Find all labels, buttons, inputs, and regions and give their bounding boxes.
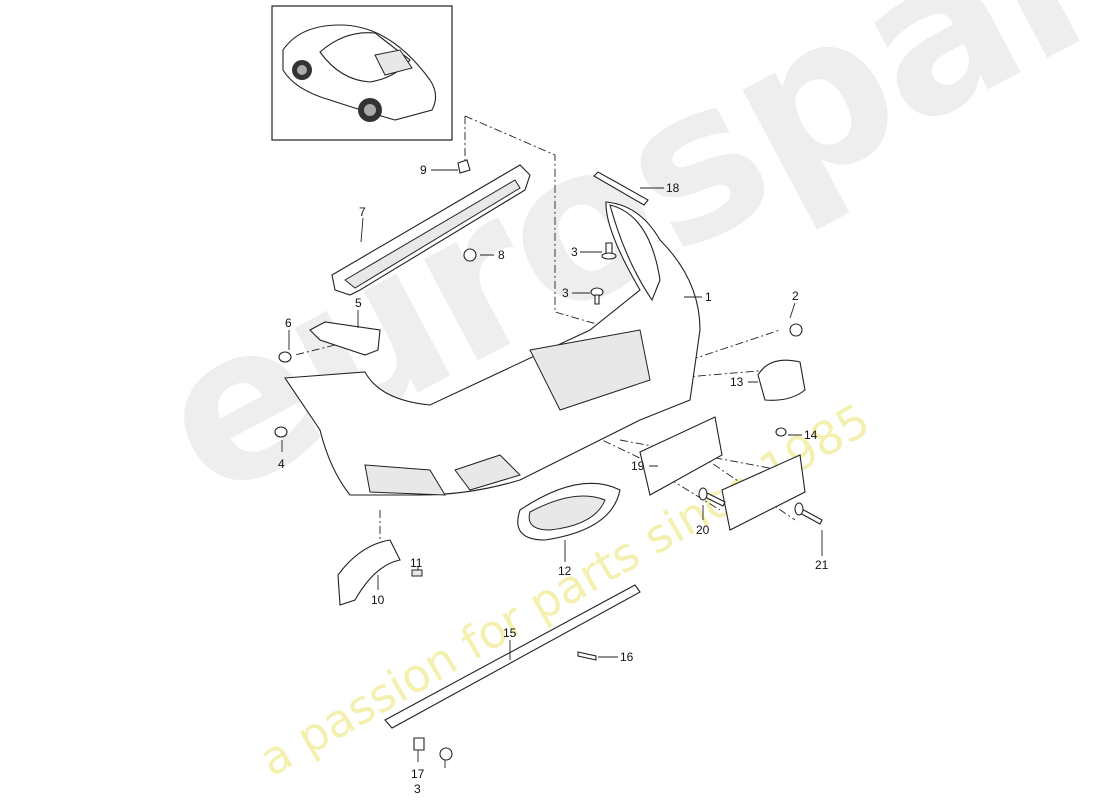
callout-11: 11 — [410, 556, 423, 570]
callout-3: 3 — [562, 286, 569, 300]
callout-12: 12 — [558, 564, 572, 578]
callout-20: 20 — [696, 523, 710, 537]
inset-car-thumbnail — [271, 5, 453, 141]
callout-1: 1 — [705, 290, 712, 304]
callout-3: 3 — [571, 245, 578, 259]
callout-9: 9 — [420, 163, 427, 177]
callout-18: 18 — [666, 181, 680, 195]
callout-7: 7 — [359, 205, 366, 219]
callout-13: 13 — [730, 375, 744, 389]
callout-10: 10 — [371, 593, 385, 607]
callout-4: 4 — [278, 457, 285, 471]
callout-21: 21 — [815, 558, 829, 572]
callout-5: 5 — [355, 296, 362, 310]
callout-labels: 1 2 3 3 3 4 5 6 7 8 9 10 11 12 13 14 15 … — [278, 163, 829, 796]
fasteners — [274, 242, 823, 761]
callout-15: 15 — [503, 626, 517, 640]
callout-17: 17 — [411, 767, 425, 781]
callout-16: 16 — [620, 650, 634, 664]
callout-14: 14 — [804, 428, 818, 442]
callout-8: 8 — [498, 248, 505, 262]
assembly-line — [464, 115, 601, 326]
callout-19: 19 — [631, 459, 645, 473]
callout-2: 2 — [792, 289, 799, 303]
callout-3: 3 — [414, 782, 421, 796]
callout-6: 6 — [285, 316, 292, 330]
part-15-trim-strip — [384, 584, 641, 729]
